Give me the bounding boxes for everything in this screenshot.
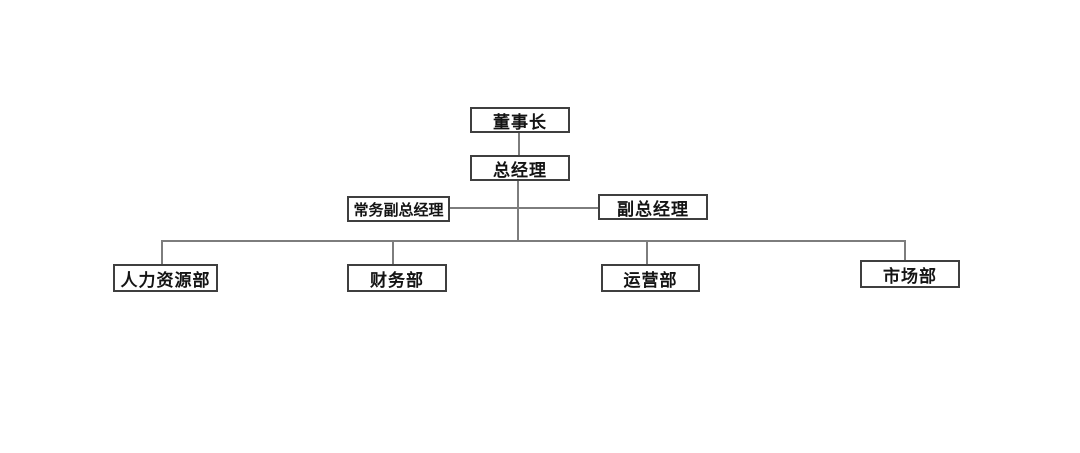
node-operations-dept: 运营部	[601, 264, 700, 292]
connector-drop-finance	[392, 240, 394, 265]
connector-drop-hr	[161, 240, 163, 266]
connector-drop-marketing	[904, 240, 906, 261]
connector-chairman-to-gm	[518, 133, 520, 156]
node-executive-deputy-gm: 常务副总经理	[347, 196, 450, 222]
node-general-manager: 总经理	[470, 155, 570, 181]
connector-gm-trunk	[517, 181, 519, 242]
connector-deputies-crossbar	[450, 207, 598, 209]
node-hr-dept: 人力资源部	[113, 264, 218, 292]
node-chairman: 董事长	[470, 107, 570, 133]
node-deputy-gm: 副总经理	[598, 194, 708, 220]
connector-drop-operations	[646, 240, 648, 265]
connector-departments-crossbar	[161, 240, 906, 242]
node-marketing-dept: 市场部	[860, 260, 960, 288]
node-finance-dept: 财务部	[347, 264, 447, 292]
